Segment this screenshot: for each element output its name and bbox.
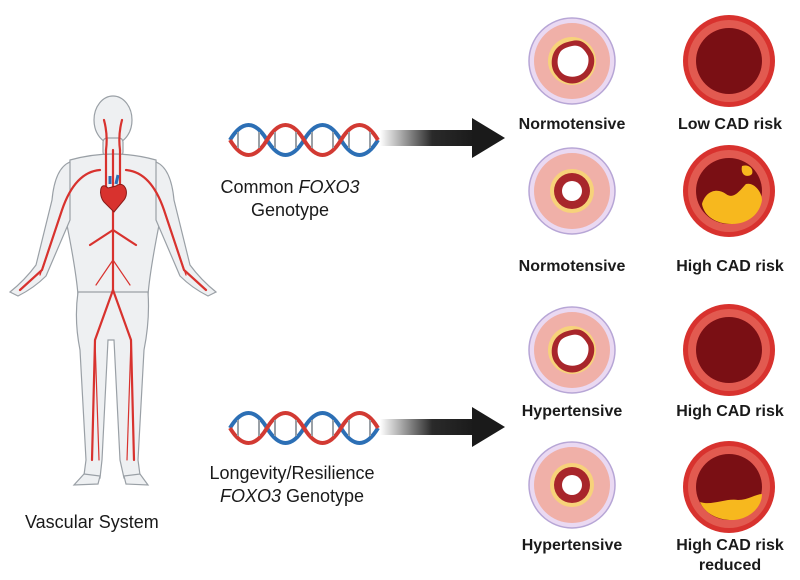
vascular-system-caption: Vascular System (25, 512, 159, 532)
bp-label: Hypertensive (521, 537, 623, 554)
vessel-cross-section-icon (528, 147, 616, 235)
coronary-artery-icon (683, 15, 775, 107)
cad-risk-label: High CAD risk (676, 403, 784, 420)
bp-label: Normotensive (518, 258, 626, 275)
bp-label: Normotensive (518, 116, 626, 133)
human-vascular-system-icon (8, 95, 218, 486)
dna-helix-icon (228, 411, 380, 445)
vessel-cross-section-icon (528, 306, 616, 394)
coronary-artery-icon (683, 304, 775, 396)
cad-risk-label: High CAD risk (676, 258, 784, 275)
dna-helix-icon (228, 123, 380, 157)
vessel-cross-section-icon (528, 17, 616, 105)
vessel-cross-section-icon (528, 441, 616, 529)
genotype-label-longevity: Longevity/Resilience FOXO3 Genotype (209, 463, 375, 506)
cad-risk-label-line2: reduced (698, 557, 762, 574)
coronary-artery-plaque-icon (683, 145, 775, 237)
arrow-right-icon (380, 407, 505, 447)
cad-risk-label: High CAD risk (676, 537, 784, 554)
arrow-right-icon (380, 118, 505, 158)
cad-risk-label: Low CAD risk (677, 116, 782, 133)
coronary-artery-plaque-icon (683, 441, 775, 533)
genotype-label-common: Common FOXO3 Genotype (220, 177, 360, 220)
bp-label: Hypertensive (521, 403, 623, 420)
